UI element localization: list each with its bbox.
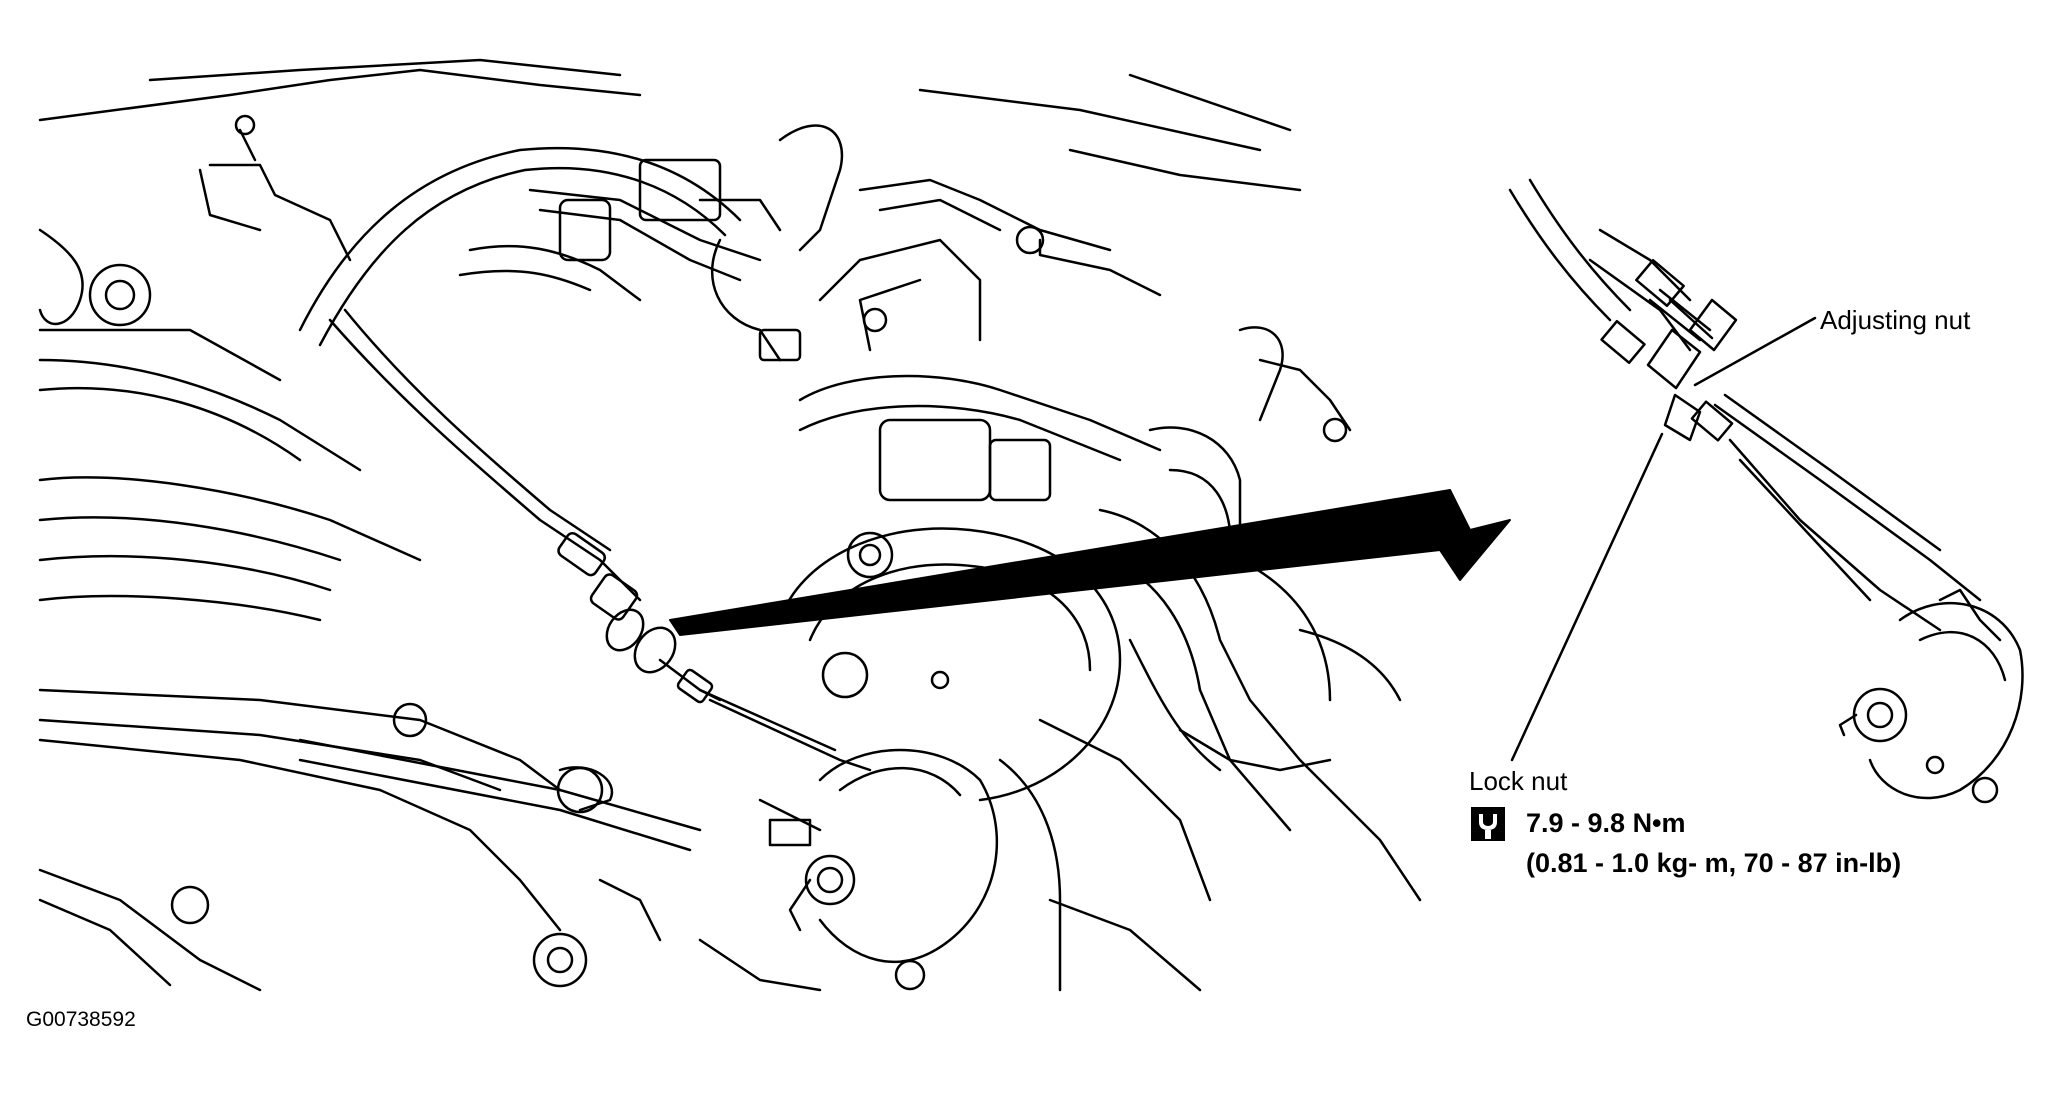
adjusting-nut-label: Adjusting nut (1820, 305, 1971, 335)
torque-spec-nm: 7.9 - 9.8 N•m (1526, 808, 1686, 838)
torque-wrench-icon (1471, 807, 1505, 841)
callout-arrow (669, 489, 1511, 636)
torque-spec-alt-units: (0.81 - 1.0 kg- m, 70 - 87 in-lb) (1526, 848, 1902, 878)
accelerator-cable (328, 308, 872, 772)
lock-nut-label: Lock nut (1469, 766, 1568, 796)
figure-id: G00738592 (26, 1008, 136, 1031)
engine-compartment (38, 58, 1422, 992)
detail-view (1508, 178, 2024, 804)
